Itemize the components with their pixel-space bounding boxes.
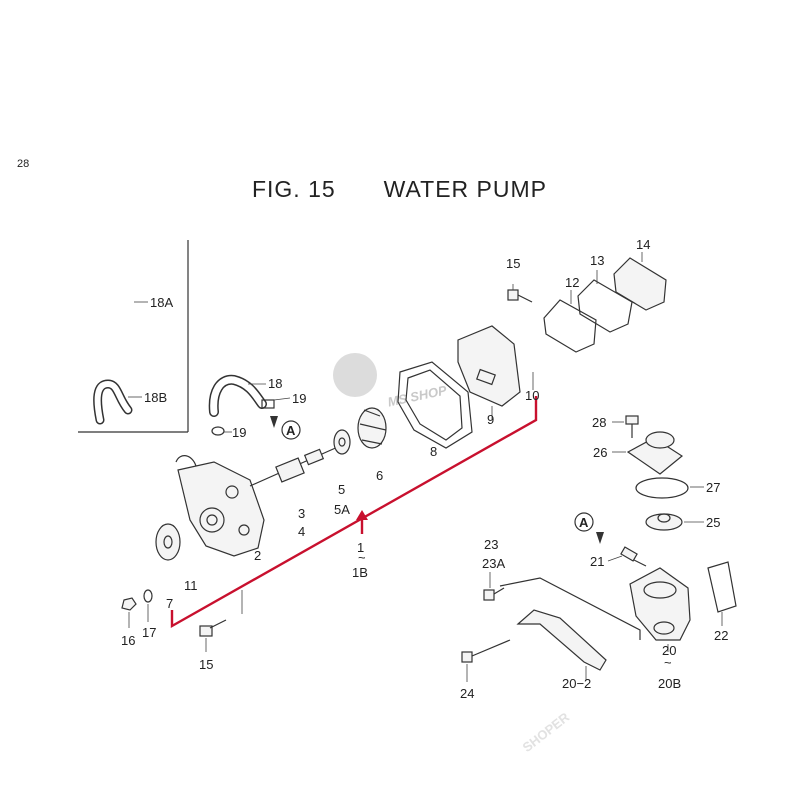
callout-1-tilde: ~ — [358, 550, 366, 565]
callout-1: 1 — [357, 540, 364, 555]
bracket-20-2 — [516, 609, 607, 680]
washer-17 — [143, 589, 153, 622]
gasket-13 — [577, 270, 633, 333]
callout-23: 23 — [484, 537, 498, 552]
callout-18: 18 — [268, 376, 282, 391]
callout-13: 13 — [590, 253, 604, 268]
callout-24: 24 — [460, 686, 474, 701]
clamp-19 — [211, 397, 291, 436]
callout-4: 4 — [298, 524, 305, 539]
callout-ref-a-1: A — [286, 423, 296, 438]
callout-19-lower: 19 — [232, 425, 246, 440]
gasket-8 — [397, 361, 473, 449]
figure-name: WATER PUMP — [383, 176, 548, 202]
assembly-highlight-bracket — [170, 396, 538, 629]
callout-22: 22 — [714, 628, 728, 643]
callout-15-bottom: 15 — [199, 657, 213, 672]
callout-18a: 18A — [150, 295, 173, 310]
callout-11: 11 — [184, 578, 198, 593]
thermostat-25 — [645, 513, 704, 531]
callout-6: 6 — [376, 468, 383, 483]
bolt-15-top — [507, 284, 533, 303]
callout-1b: 1B — [352, 565, 368, 580]
callout-20-tilde: ~ — [664, 655, 672, 670]
thermostat-cover-26 — [612, 431, 684, 475]
impeller-6 — [357, 407, 387, 449]
callout-23a: 23A — [482, 556, 505, 571]
pulley-flange-7 — [155, 523, 181, 561]
callout-20-2: 20−2 — [562, 676, 591, 691]
callout-10: 10 — [525, 388, 539, 403]
hose-18b — [93, 379, 142, 425]
bolt-23 — [483, 572, 505, 601]
gasket-12 — [543, 290, 597, 353]
watermark-text: SHOPER — [520, 709, 573, 755]
bolt-24 — [461, 639, 511, 682]
callout-3: 3 — [298, 506, 305, 521]
callout-8: 8 — [430, 444, 437, 459]
cover-14 — [613, 252, 667, 311]
bolt-15-bottom — [199, 590, 243, 652]
callout-16: 16 — [121, 633, 135, 648]
callout-21: 21 — [590, 554, 604, 569]
o-ring-27 — [635, 477, 704, 499]
callout-labels: 18A 18B 18 19 19 A A 15 12 13 14 10 9 8 … — [121, 237, 728, 701]
bearing-shaft-3 — [249, 445, 341, 487]
callout-7: 7 — [166, 596, 173, 611]
callout-27: 27 — [706, 480, 720, 495]
callout-15-top: 15 — [506, 256, 520, 271]
gasket-22 — [707, 561, 737, 626]
hose-variant-frame — [78, 240, 189, 433]
callout-25: 25 — [706, 515, 720, 530]
watermark-logo-figure — [333, 353, 377, 397]
thermostat-housing-20 — [629, 567, 691, 652]
reference-a-marker-2 — [574, 512, 604, 544]
callout-ref-a-2: A — [579, 515, 589, 530]
reference-a-marker-1 — [270, 416, 301, 440]
hose-18a — [96, 286, 148, 339]
pump-body-11 — [175, 455, 265, 557]
cover-plate-9 — [457, 325, 521, 407]
seal-5 — [333, 429, 351, 455]
callout-20b: 20B — [658, 676, 681, 691]
callout-26: 26 — [593, 445, 607, 460]
callout-20: 20 — [662, 643, 676, 658]
figure-title: FIG. 15 WATER PUMP — [0, 176, 799, 203]
callout-14: 14 — [636, 237, 650, 252]
callout-28: 28 — [592, 415, 606, 430]
callout-19-upper: 19 — [292, 391, 306, 406]
callout-18b: 18B — [144, 390, 167, 405]
callout-9: 9 — [487, 412, 494, 427]
callout-2: 2 — [254, 548, 261, 563]
bolt-28 — [612, 415, 639, 438]
callout-5a: 5A — [334, 502, 350, 517]
nut-16 — [121, 597, 137, 628]
watermark-logo: MS SHOP — [386, 382, 448, 409]
bracket-line — [499, 577, 641, 640]
hose-18 — [208, 374, 267, 417]
figure-number: FIG. 15 — [251, 176, 336, 202]
callout-12: 12 — [565, 275, 579, 290]
sensor-21 — [607, 546, 647, 567]
page-number: 28 — [17, 158, 30, 170]
callout-5: 5 — [338, 482, 345, 497]
callout-17: 17 — [142, 625, 156, 640]
